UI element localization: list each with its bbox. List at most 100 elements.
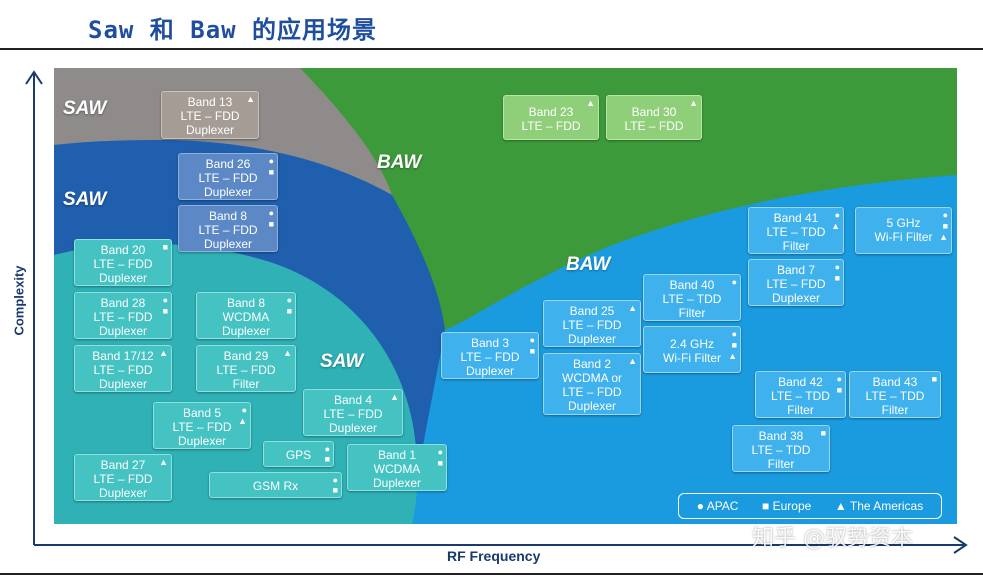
apac-marker-icon: ● xyxy=(286,295,292,305)
box-line: 2.4 GHz xyxy=(669,337,714,351)
box-line: LTE – FDD xyxy=(180,109,240,123)
europe-marker-icon: ■ xyxy=(437,458,443,468)
americas-marker-icon: ▲ xyxy=(246,94,255,104)
band42-box: ● ■ Band 42 LTE – TDD Filter xyxy=(755,371,846,418)
americas-marker-icon: ▲ xyxy=(586,98,595,108)
americas-marker-icon: ▲ xyxy=(728,351,737,361)
legend-europe: ■ Europe xyxy=(762,499,811,513)
band8-lte-box: ● ■ Band 8 LTE – FDD Duplexer xyxy=(178,205,278,252)
box-line: Duplexer xyxy=(98,271,148,285)
band38-box: ■ Band 38 LTE – TDD Filter xyxy=(732,425,830,472)
band1-box: ● ■ Band 1 WCDMA Duplexer xyxy=(347,444,447,491)
box-line: Band 4 xyxy=(333,393,373,407)
band2-box: ▲ Band 2 WCDMA or LTE – FDD Duplexer xyxy=(543,353,641,415)
box-line: LTE – FDD xyxy=(460,350,520,364)
zone-label-saw-top: SAW xyxy=(63,98,107,119)
box-line: Filter xyxy=(782,239,810,253)
y-axis-label: Complexity xyxy=(11,265,27,336)
box-line: LTE – FDD xyxy=(93,363,153,377)
box-line: WCDMA xyxy=(373,462,421,476)
europe-marker-icon: ■ xyxy=(942,221,948,231)
wifi-5ghz-box: ● ■ ▲ 5 GHz Wi-Fi Filter xyxy=(855,207,952,254)
box-line: Duplexer xyxy=(185,123,235,137)
apac-dot-icon: ● xyxy=(696,499,705,513)
band25-box: ▲ Band 25 LTE – FDD Duplexer xyxy=(543,300,641,347)
band30-box: ▲ Band 30 LTE – FDD xyxy=(606,95,702,140)
apac-marker-icon: ● xyxy=(942,210,948,220)
box-line: Wi-Fi Filter xyxy=(874,230,933,244)
apac-marker-icon: ● xyxy=(529,335,535,345)
europe-marker-icon: ■ xyxy=(931,374,937,384)
box-line: LTE – TDD xyxy=(662,292,722,306)
box-line: Filter xyxy=(678,306,706,320)
box-line: LTE – FDD xyxy=(323,407,383,421)
apac-marker-icon: ● xyxy=(324,444,330,454)
box-line: Band 25 xyxy=(569,304,615,318)
gsm-rx-box: ● ■ GSM Rx xyxy=(209,472,342,498)
box-line: Band 40 xyxy=(669,278,715,292)
box-line: LTE – FDD xyxy=(93,257,153,271)
box-line: GPS xyxy=(285,448,312,462)
box-line: Band 7 xyxy=(776,263,816,277)
apac-marker-icon: ● xyxy=(836,374,842,384)
band7-box: ● ■ Band 7 LTE – FDD Duplexer xyxy=(748,259,844,306)
europe-marker-icon: ■ xyxy=(332,485,338,495)
legend-americas: ▲ The Americas xyxy=(835,499,923,513)
box-line: Duplexer xyxy=(567,399,617,413)
box-line: Band 26 xyxy=(205,157,251,171)
box-line: Band 27 xyxy=(100,458,146,472)
box-line: GSM Rx xyxy=(252,479,299,493)
box-line: Band 43 xyxy=(872,375,918,389)
y-axis-arrow xyxy=(25,70,43,85)
band20-box: ■ Band 20 LTE – FDD Duplexer xyxy=(74,239,172,286)
apac-marker-icon: ● xyxy=(332,475,338,485)
apac-marker-icon: ● xyxy=(241,405,247,415)
box-line: Duplexer xyxy=(221,324,271,338)
apac-marker-icon: ● xyxy=(268,208,274,218)
box-line: Duplexer xyxy=(98,377,148,391)
box-line: Duplexer xyxy=(328,421,378,435)
bottom-divider xyxy=(0,573,983,575)
box-line: Band 42 xyxy=(778,375,823,389)
box-line: Duplexer xyxy=(372,476,422,490)
box-line: Band 13 xyxy=(187,95,233,109)
americas-marker-icon: ▲ xyxy=(390,392,399,402)
americas-marker-icon: ▲ xyxy=(628,303,637,313)
box-line: Band 30 xyxy=(631,105,677,119)
europe-marker-icon: ■ xyxy=(268,219,274,229)
americas-marker-icon: ▲ xyxy=(689,98,698,108)
europe-marker-icon: ■ xyxy=(324,454,330,464)
box-line: LTE – TDD xyxy=(771,389,830,403)
americas-marker-icon: ▲ xyxy=(283,348,292,358)
region-legend: ● APAC ■ Europe ▲ The Americas xyxy=(678,493,942,519)
box-line: LTE – FDD xyxy=(198,223,258,237)
band1712-box: ▲ Band 17/12 LTE – FDD Duplexer xyxy=(74,345,172,392)
apac-marker-icon: ● xyxy=(731,329,737,339)
band4-box: ▲ Band 4 LTE – FDD Duplexer xyxy=(303,389,403,436)
box-line: Band 8 xyxy=(208,209,248,223)
box-line: Band 20 xyxy=(100,243,146,257)
europe-marker-icon: ■ xyxy=(836,385,842,395)
box-line: LTE – TDD xyxy=(865,389,925,403)
zone-label-baw-right: BAW xyxy=(566,254,611,275)
band23-box: ▲ Band 23 LTE – FDD xyxy=(503,95,599,140)
europe-square-icon: ■ xyxy=(762,499,770,513)
band28-box: ● ■ Band 28 LTE – FDD Duplexer xyxy=(74,292,172,339)
box-line: Band 2 xyxy=(572,357,612,371)
x-axis-arrow xyxy=(953,536,968,554)
box-line: Filter xyxy=(787,403,814,417)
box-line: LTE – FDD xyxy=(562,385,622,399)
americas-marker-icon: ▲ xyxy=(159,457,168,467)
europe-marker-icon: ■ xyxy=(286,306,292,316)
band43-box: ■ Band 43 LTE – TDD Filter xyxy=(849,371,941,418)
box-line: Band 23 xyxy=(528,105,574,119)
band26-box: ● ■ Band 26 LTE – FDD Duplexer xyxy=(178,153,278,200)
legend-apac-label: APAC xyxy=(706,499,739,513)
box-line: LTE – TDD xyxy=(766,225,826,239)
gps-box: ● ■ GPS xyxy=(263,441,334,467)
box-line: LTE – TDD xyxy=(751,443,811,457)
box-line: LTE – FDD xyxy=(198,171,258,185)
band8-wcdma-box: ● ■ Band 8 WCDMA Duplexer xyxy=(196,292,296,339)
box-line: Band 41 xyxy=(773,211,819,225)
box-line: Wi-Fi Filter xyxy=(663,351,721,365)
